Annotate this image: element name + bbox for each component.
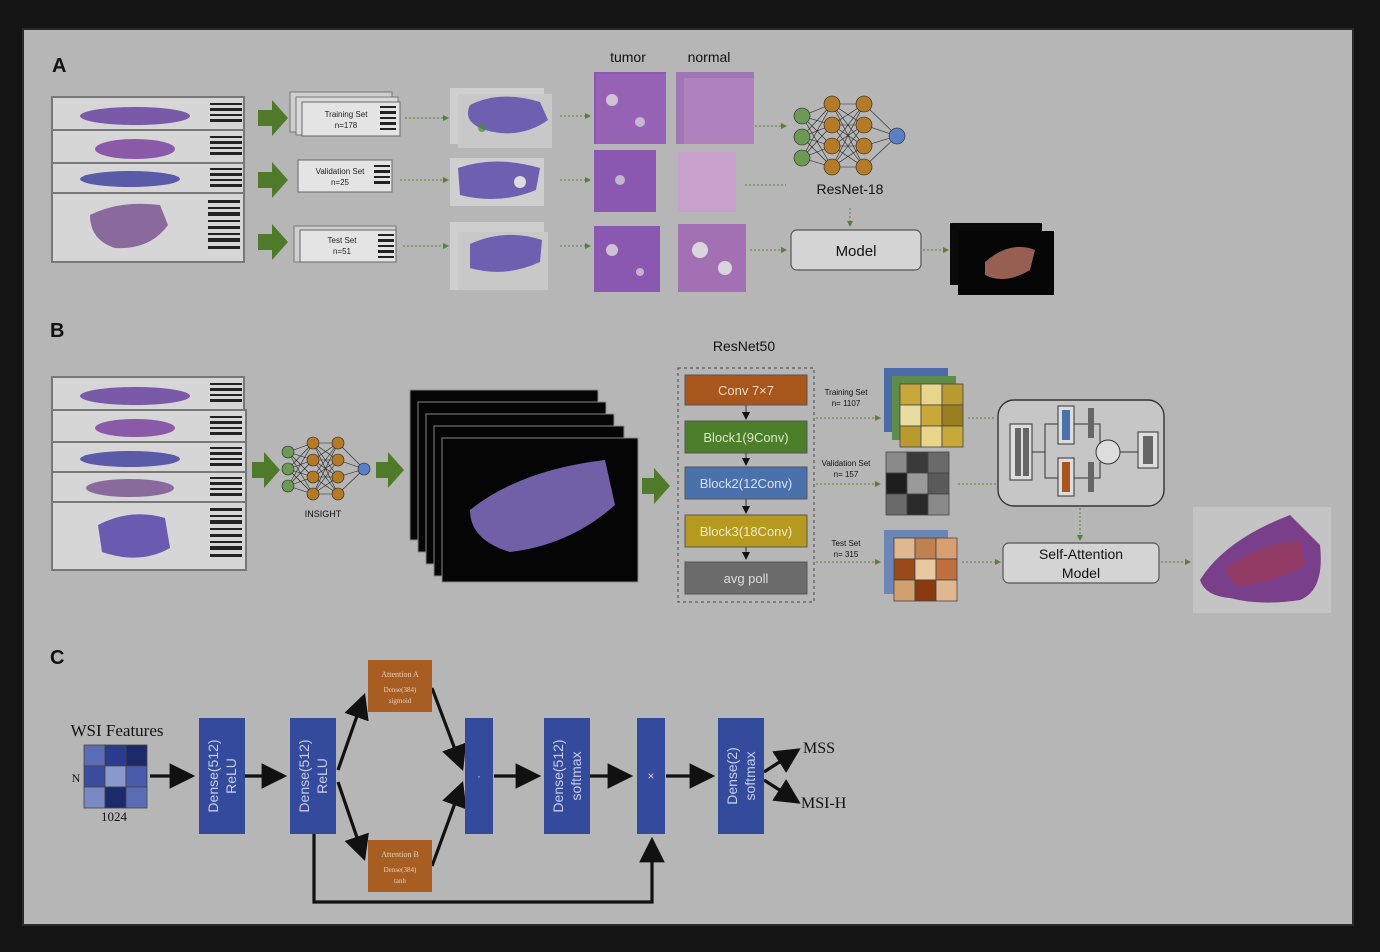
slide-stack-b	[51, 376, 247, 571]
green-arrow-b2	[376, 452, 404, 488]
tile-stack	[409, 389, 639, 583]
wsi-feature-matrix	[83, 744, 148, 809]
section-label-a: A	[52, 55, 66, 77]
validation-set-label-a: Validation Set	[316, 167, 366, 176]
green-arrow-b1	[252, 452, 280, 488]
test-set-n-a: n=51	[333, 247, 352, 256]
green-arrow-b3	[642, 468, 670, 504]
dense2-label-a: Dense(512)	[296, 739, 312, 812]
test-feature-grid	[884, 530, 958, 602]
validation-set-label-b: Validation Set	[822, 459, 872, 468]
training-feature-grid	[884, 368, 964, 448]
conv-block	[684, 374, 808, 406]
mult-block-1: ·	[465, 718, 493, 834]
mult-symbol-2: ×	[647, 769, 654, 783]
attention-architecture-box	[997, 399, 1165, 507]
conv-block-label: Conv 7×7	[718, 383, 774, 398]
heatmap-output-a	[950, 223, 1054, 295]
dense1-label-a: Dense(512)	[205, 739, 221, 812]
wsi-thumb-val	[450, 158, 544, 206]
panel-a: Training Set n=178 Validation Set n=25 T…	[51, 49, 1054, 295]
mss-label: MSS	[803, 740, 835, 757]
dim-label: 1024	[101, 809, 128, 824]
model-label-b: Model	[1062, 565, 1100, 581]
avg-pool-label: avg poll	[724, 571, 769, 586]
attention-a-title: Attention A	[381, 670, 419, 679]
block1	[684, 420, 808, 454]
dense4-label-a: Dense(2)	[724, 747, 740, 805]
insight-label: INSIGHT	[305, 509, 342, 519]
dense3-label-a: Dense(512)	[550, 739, 566, 812]
mult-block-2: ×	[637, 718, 665, 834]
dense2-block: Dense(512) ReLU	[290, 718, 336, 834]
validation-set-n-a: n=25	[331, 178, 350, 187]
training-set-card-a: Training Set n=178	[289, 91, 401, 137]
training-set-n-a: n=178	[335, 121, 358, 130]
block1-label: Block1(9Conv)	[703, 430, 788, 445]
self-attention-model-box	[1002, 542, 1160, 584]
normal-label: normal	[688, 49, 731, 65]
dense4-label-b: softmax	[742, 751, 758, 800]
attention-b-block: Attention B Dense(384) tanh	[368, 840, 432, 892]
test-set-card-a: Test Set n=51	[293, 225, 397, 263]
training-set-label-a: Training Set	[325, 110, 369, 119]
validation-set-card-a: Validation Set n=25	[297, 159, 393, 193]
attention-b-dense: Dense(384)	[384, 866, 417, 874]
attention-a-dense: Dense(384)	[384, 686, 417, 694]
attention-a-block: Attention A Dense(384) sigmoid	[368, 660, 432, 712]
avg-pool-block	[684, 561, 808, 595]
dense1-label-b: ReLU	[223, 758, 239, 794]
mult-symbol-1: ·	[477, 769, 481, 783]
attention-a-act: sigmoid	[389, 697, 412, 705]
n-label: N	[72, 771, 81, 785]
normal-patches	[676, 72, 754, 292]
panel-b: INSIGHT ResNet50 Conv 7×7 Block1(9Conv) …	[51, 338, 1331, 613]
validation-feature-grid	[885, 451, 950, 516]
resnet50-label: ResNet50	[713, 338, 775, 354]
section-label-c: C	[50, 647, 64, 669]
attention-b-title: Attention B	[381, 850, 419, 859]
block2-label: Block2(12Conv)	[700, 476, 793, 491]
green-arrow-a2	[258, 162, 288, 198]
slide-stack-a	[51, 96, 245, 263]
resnet50-blocks: Conv 7×7 Block1(9Conv) Block2(12Conv) Bl…	[684, 374, 808, 595]
panel-c: WSI Features N 1024 Dense(512) ReLU Den	[70, 660, 847, 904]
tumor-patches	[594, 72, 666, 292]
tumor-label: tumor	[610, 49, 646, 65]
block3-label: Block3(18Conv)	[700, 524, 793, 539]
green-arrow-a1	[258, 100, 288, 136]
test-set-n-b: n= 315	[834, 550, 859, 559]
dense4-block: Dense(2) softmax	[718, 718, 764, 834]
model-label-a: Model	[836, 243, 877, 260]
training-set-n-b: n= 1107	[832, 399, 861, 408]
wsi-thumb-train	[450, 88, 552, 148]
dense3-block: Dense(512) softmax	[544, 718, 590, 834]
self-attention-label: Self-Attention	[1039, 546, 1123, 562]
test-set-label-a: Test Set	[328, 236, 358, 245]
prediction-map-b	[1193, 507, 1331, 613]
test-set-label-b: Test Set	[832, 539, 862, 548]
training-set-label-b: Training Set	[825, 388, 869, 397]
dense2-label-b: ReLU	[314, 758, 330, 794]
resnet18-network-icon	[793, 95, 906, 176]
insight-network-icon	[281, 436, 371, 501]
green-arrow-a3	[258, 224, 288, 260]
resnet50-dashed-box	[677, 367, 815, 603]
wsi-features-label: WSI Features	[70, 721, 163, 740]
resnet18-label: ResNet-18	[817, 181, 884, 197]
dense3-label-b: softmax	[568, 751, 584, 800]
wsi-thumb-test	[450, 222, 548, 290]
block2	[684, 466, 808, 500]
section-label-b: B	[50, 320, 64, 342]
dense1-block: Dense(512) ReLU	[199, 718, 245, 834]
attention-b-act: tanh	[394, 877, 407, 885]
model-box-a	[790, 229, 922, 271]
validation-set-n-b: n= 157	[834, 470, 859, 479]
msih-label: MSI-H	[801, 795, 847, 812]
